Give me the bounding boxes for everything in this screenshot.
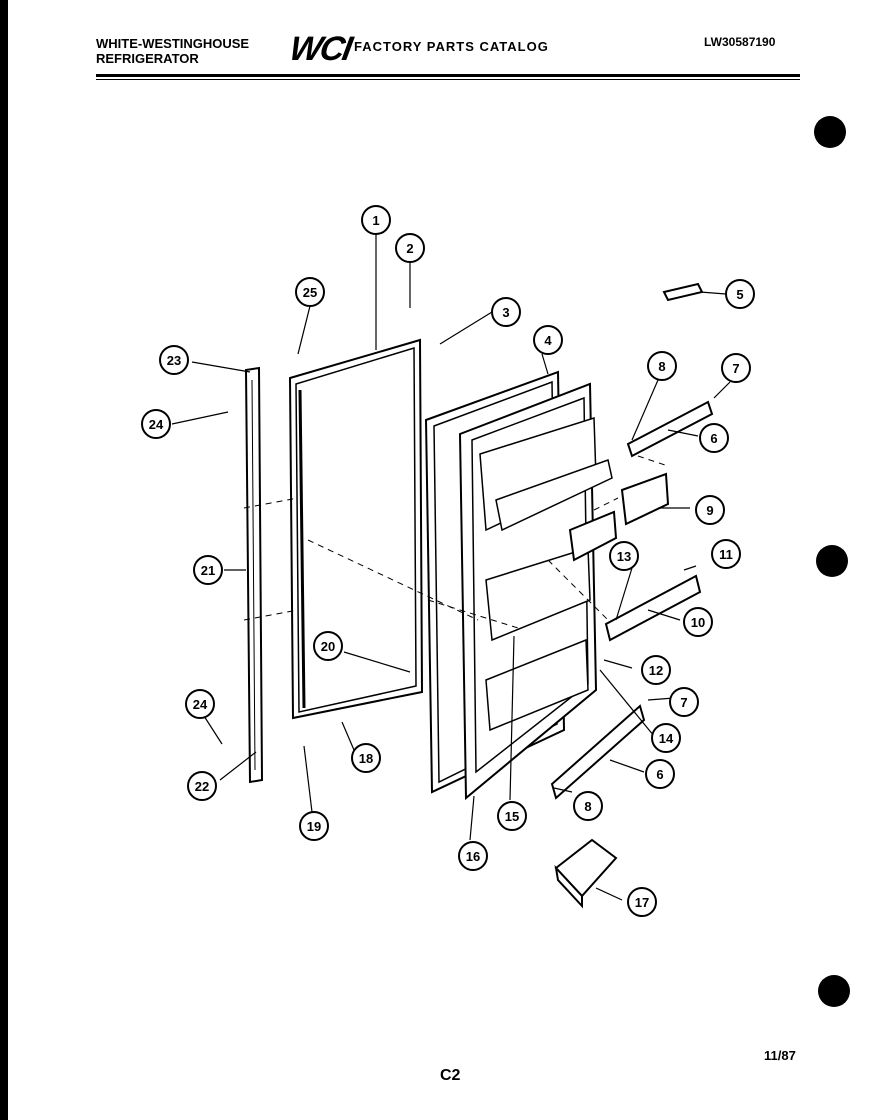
dairy-compartment [554,838,618,909]
assembly-lines [243,455,669,629]
callout-9: 9 [695,495,725,525]
callout-6: 6 [645,759,675,789]
callout-24: 24 [185,689,215,719]
callout-25: 25 [295,277,325,307]
binder-hole-bottom [818,975,850,1007]
callout-17: 17 [627,887,657,917]
header-rule-thin [96,79,800,80]
callout-3: 3 [491,297,521,327]
callout-11: 11 [711,539,741,569]
callout-label: 8 [584,799,591,814]
callout-15: 15 [497,801,527,831]
callout-label: 18 [359,751,373,766]
callout-label: 1 [372,213,379,228]
callout-5: 5 [725,279,755,309]
callout-label: 7 [680,695,687,710]
callout-label: 19 [307,819,321,834]
callout-label: 11 [719,547,733,562]
callout-10: 10 [683,607,713,637]
header-rule [96,74,800,77]
callout-label: 24 [193,697,208,712]
callout-7: 7 [721,353,751,383]
callout-16: 16 [458,841,488,871]
callout-4: 4 [533,325,563,355]
callout-20: 20 [313,631,343,661]
door-liner [424,370,613,801]
door-shelf-bins [568,472,670,562]
callout-7: 7 [669,687,699,717]
callout-label: 13 [617,549,631,564]
callout-label: 3 [502,305,509,320]
callout-label: 6 [656,767,663,782]
callout-label: 14 [659,731,674,746]
binder-hole-top [814,116,846,148]
brand-block: WHITE-WESTINGHOUSE REFRIGERATOR [96,36,249,66]
callout-13: 13 [609,541,639,571]
callout-23: 23 [159,345,189,375]
callout-21: 21 [193,555,223,585]
callout-label: 8 [658,359,665,374]
callout-label: 6 [710,431,717,446]
callout-18: 18 [351,743,381,773]
callout-8: 8 [647,351,677,381]
revision-date: 11/87 [764,1048,796,1063]
callout-label: 20 [321,639,335,654]
callout-19: 19 [299,811,329,841]
callout-label: 25 [303,285,317,300]
callout-label: 16 [466,849,480,864]
shelf-rails [550,282,714,800]
callout-6: 6 [699,423,729,453]
product-type: REFRIGERATOR [96,51,199,66]
exploded-door-diagram: 1234566778891011121314151617181920212223… [141,205,755,917]
door-trim-strip [244,366,264,784]
callout-24: 24 [141,409,171,439]
catalog-title: FACTORY PARTS CATALOG [354,39,549,54]
callout-label: 4 [544,333,552,348]
page-number: C2 [440,1067,461,1084]
catalog-page: WHITE-WESTINGHOUSE REFRIGERATOR WCI FACT… [8,0,880,1120]
callout-label: 21 [201,563,215,578]
binder-hole-middle [816,545,848,577]
callout-8: 8 [573,791,603,821]
callout-12: 12 [641,655,671,685]
callout-label: 5 [736,287,743,302]
callout-label: 24 [149,417,164,432]
callout-label: 22 [195,779,209,794]
callout-label: 7 [732,361,739,376]
callout-22: 22 [187,771,217,801]
callout-label: 17 [635,895,649,910]
callout-label: 12 [649,663,663,678]
callout-14: 14 [651,723,681,753]
callout-label: 9 [706,503,713,518]
model-number: LW30587190 [704,35,776,49]
callout-label: 2 [406,241,413,256]
callout-label: 23 [167,353,181,368]
brand-name: WHITE-WESTINGHOUSE [96,36,250,51]
callout-label: 10 [691,615,705,630]
leader-lines [171,232,731,901]
callout-1: 1 [361,205,391,235]
outer-door-panel [288,338,424,720]
callout-2: 2 [395,233,425,263]
callout-label: 15 [505,809,519,824]
